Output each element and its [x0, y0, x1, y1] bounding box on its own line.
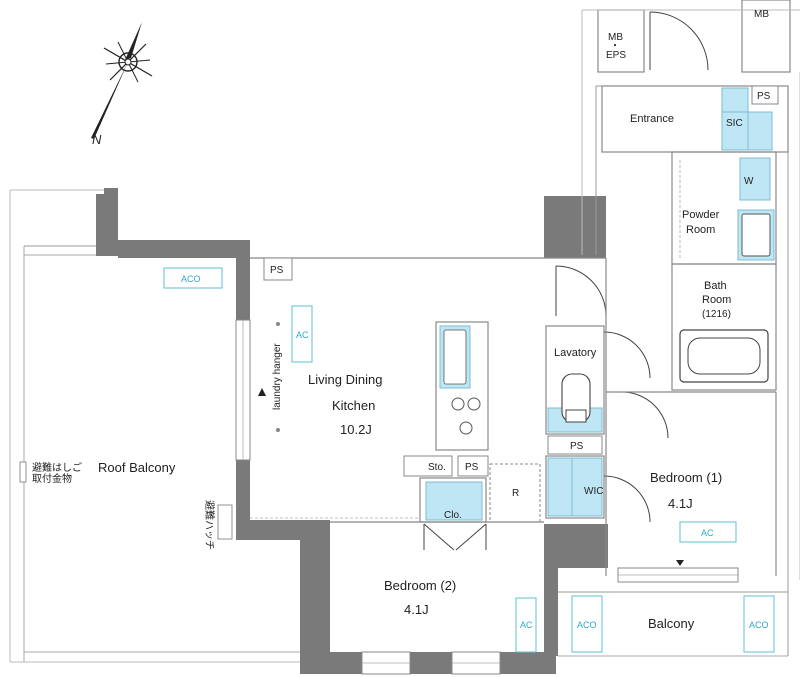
escape-ladder-label-1: 避難はしご	[32, 461, 82, 474]
aco-roof-unit: ACO	[163, 267, 223, 289]
w-label: W	[744, 176, 754, 187]
storage-label: Sto.	[428, 462, 446, 473]
mb-label: MB	[608, 32, 623, 43]
escape-hatch-label: 避難ハッチ	[203, 500, 216, 550]
living-dining-label: Living Dining	[308, 372, 382, 387]
ps-lavatory-label: PS	[570, 441, 584, 452]
entrance-label: Entrance	[630, 113, 674, 125]
bath-room-label-line2: Room	[702, 294, 731, 306]
mb-top-label: MB	[754, 9, 769, 20]
bath-room-area	[671, 263, 777, 391]
aco-balcony-left-unit: ACO	[571, 595, 603, 653]
aco-balcony-right-label: ACO	[749, 620, 769, 630]
aco-balcony-left-label: ACO	[577, 620, 597, 630]
ac-living-label: AC	[296, 330, 309, 340]
powder-room-label-line1: Powder	[682, 209, 720, 221]
refrigerator-label: R	[512, 488, 519, 499]
roof-balcony-area	[9, 189, 300, 663]
balcony-area	[558, 580, 789, 657]
powder-room-area	[671, 151, 777, 265]
escape-ladder-label-2: 取付金物	[32, 472, 72, 485]
bath-room-label-line1: Bath	[704, 280, 727, 292]
ps-entrance-label: PS	[757, 91, 771, 102]
living-size-label: 10.2J	[340, 422, 372, 437]
bedroom-1-area	[545, 258, 777, 583]
bedroom-1-label: Bedroom (1)	[650, 470, 722, 485]
lavatory-area	[545, 325, 651, 455]
laundry-hanger-label: laundry hanger	[272, 343, 283, 410]
ac-bedroom-2-label: AC	[520, 620, 533, 630]
kitchen-label: Kitchen	[332, 398, 375, 413]
bedroom-2-area	[330, 521, 544, 675]
compass-north-label: N	[92, 132, 102, 147]
aco-roof-label: ACO	[181, 274, 201, 284]
ps-living-label: PS	[270, 265, 284, 276]
ac-bedroom-2-unit: AC	[515, 597, 537, 653]
wic-label: WIC	[584, 486, 603, 497]
sic-label: SIC	[726, 118, 743, 129]
shaft-area	[581, 0, 800, 580]
bedroom-1-size: 4.1J	[668, 496, 693, 511]
balcony-label: Balcony	[648, 616, 695, 631]
bedroom-2-size: 4.1J	[404, 602, 429, 617]
mb-eps-separator: ・	[610, 41, 620, 52]
closet-label: Clo.	[444, 510, 462, 521]
entrance-area	[601, 85, 789, 153]
ac-bedroom-1-label: AC	[701, 528, 714, 538]
living-dining-kitchen-area	[235, 257, 607, 523]
lavatory-label: Lavatory	[554, 347, 597, 359]
eps-label: EPS	[606, 50, 626, 61]
bedroom-2-label: Bedroom (2)	[384, 578, 456, 593]
ac-bedroom-1-unit: AC	[679, 521, 737, 543]
aco-balcony-right-unit: ACO	[743, 595, 775, 653]
bath-room-size: (1216)	[702, 309, 731, 320]
ac-living-unit: AC	[291, 305, 313, 363]
roof-balcony-label: Roof Balcony	[98, 460, 176, 475]
ps-kitchen-label: PS	[465, 462, 479, 473]
compass-icon	[91, 22, 153, 139]
powder-room-label-line2: Room	[686, 224, 715, 236]
